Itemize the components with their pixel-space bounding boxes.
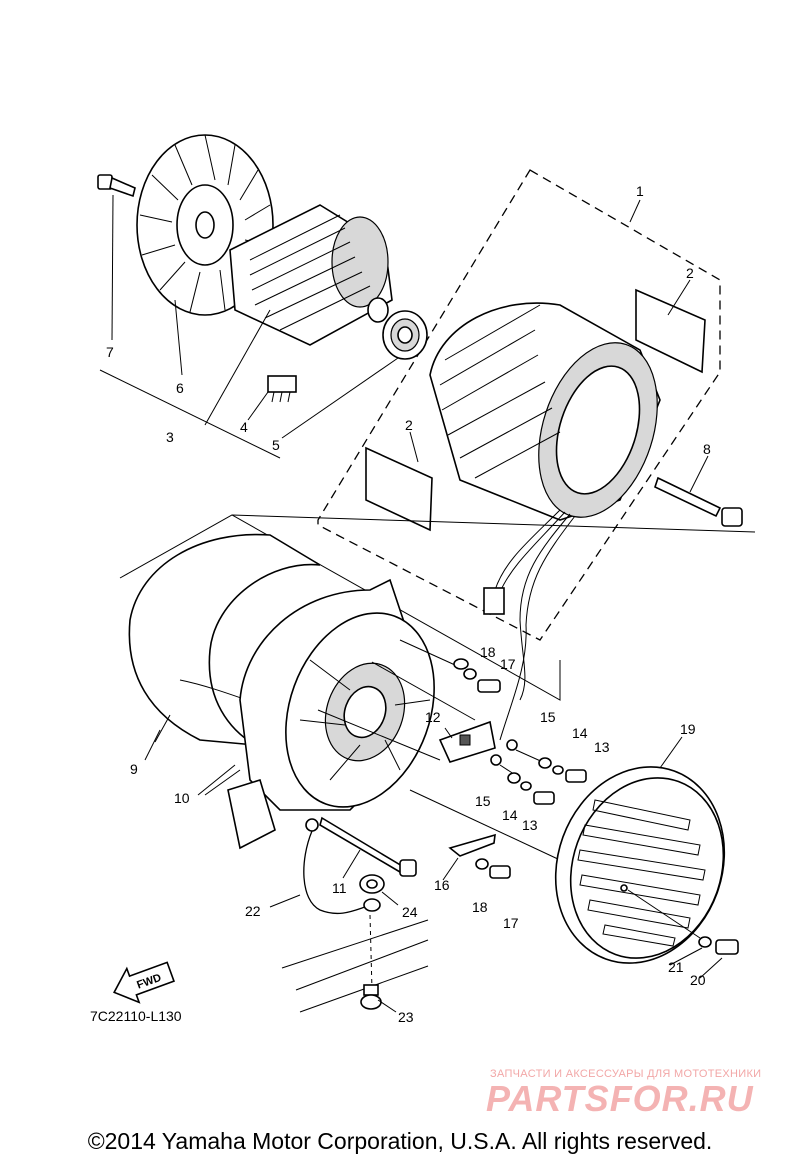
callout-22: 22 [245, 903, 261, 919]
copyright-notice: ©2014 Yamaha Motor Corporation, U.S.A. A… [87, 1128, 713, 1154]
callout-2-lower: 2 [405, 417, 413, 433]
callout-11: 11 [332, 880, 347, 896]
mounting-surface-lines [281, 914, 429, 1013]
washer-15-right [538, 757, 552, 769]
callout-24: 24 [402, 904, 418, 920]
callout-20: 20 [690, 972, 706, 988]
stator-wire-harness [483, 509, 576, 741]
screw-13-right [565, 769, 587, 783]
stator [429, 302, 661, 521]
stator-assembly-boundary [317, 169, 721, 641]
watermark-logo: PARTSFOR.RU [486, 1078, 754, 1119]
through-bolt [654, 476, 743, 527]
callout-4: 4 [240, 419, 248, 435]
callout-5: 5 [272, 437, 280, 453]
callout-16: 16 [434, 877, 450, 893]
washer-18-upper [453, 658, 469, 670]
callout-15-right: 15 [540, 709, 556, 725]
callout-21: 21 [668, 959, 684, 975]
bearing [382, 310, 428, 360]
callout-1: 1 [636, 183, 644, 199]
callout-2-upper: 2 [686, 265, 694, 281]
insulator-pad-upper [635, 288, 706, 374]
callout-18-lower: 18 [472, 899, 488, 915]
terminal-lug-right [506, 739, 518, 751]
washer-upper-inline [463, 668, 477, 680]
callout-23: 23 [398, 1009, 414, 1025]
cover-leader [627, 889, 701, 939]
housing-leaders [154, 639, 546, 796]
callout-15-left: 15 [475, 793, 491, 809]
callout-14-left: 14 [502, 807, 518, 823]
callout-13-right: 13 [594, 739, 610, 755]
ground-screw [360, 984, 382, 1010]
bolt-20 [715, 939, 739, 955]
screw-17-lower [489, 865, 511, 879]
long-bolt [319, 816, 417, 877]
callout-12: 12 [425, 709, 441, 725]
callout-17-upper: 17 [500, 656, 516, 672]
washer-15-left [507, 772, 521, 784]
washer-18-lower [475, 858, 489, 870]
callout-17-lower: 17 [503, 915, 519, 931]
fan-bolt [97, 174, 136, 198]
callout-7: 7 [106, 344, 114, 360]
screw-17-upper [477, 679, 501, 693]
fwd-arrow: FWD [113, 961, 175, 1004]
diagram-code: 7C22110-L130 [90, 1008, 182, 1024]
callout-8: 8 [703, 441, 711, 457]
callout-labels: 1 2 2 3 4 5 6 7 8 9 10 11 12 13 13 14 14… [106, 183, 711, 1025]
washer-14-right [552, 765, 564, 775]
rotor-group-leaders [99, 194, 399, 459]
insulator-pad-lower [365, 446, 433, 532]
screw-13-left [533, 791, 555, 805]
callout-10: 10 [174, 790, 190, 806]
washer-21 [698, 936, 712, 948]
callout-6: 6 [176, 380, 184, 396]
callout-3: 3 [166, 429, 174, 445]
terminal-lug-left [490, 754, 502, 766]
callout-19: 19 [680, 721, 696, 737]
callout-13-left: 13 [522, 817, 538, 833]
generator-housing [227, 578, 435, 850]
callout-14-right: 14 [572, 725, 588, 741]
connector-bracket [438, 720, 496, 763]
flange-nut [359, 874, 385, 894]
ground-lead [303, 818, 381, 914]
exploded-parts-diagram: 1 2 2 3 4 5 6 7 8 9 10 11 12 13 13 14 14… [97, 134, 756, 1025]
callout-leaders [144, 199, 723, 1013]
washer-14-left [520, 781, 532, 791]
rectifier-block [267, 375, 297, 403]
ground-bracket [448, 833, 496, 857]
rotor-assembly [229, 204, 393, 346]
callout-9: 9 [130, 761, 138, 777]
vent-cover [554, 766, 726, 964]
watermark-tagline: ЗАПЧАСТИ И АКСЕССУАРЫ ДЛЯ МОТОТЕХНИКИ [490, 1068, 762, 1080]
callout-18-upper: 18 [480, 644, 496, 660]
